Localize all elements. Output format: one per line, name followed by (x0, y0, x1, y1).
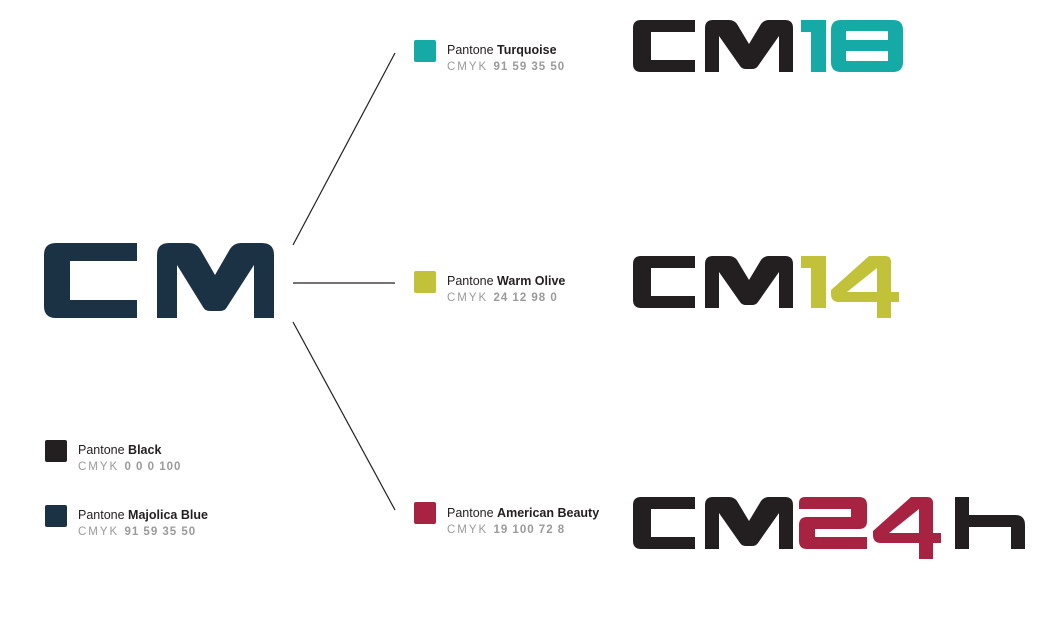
cmyk-label: CMYK (447, 61, 489, 73)
swatch-american-beauty (414, 502, 436, 524)
cmyk-turquoise: CMYK 91 59 35 50 (447, 60, 565, 74)
cmyk-black: CMYK 0 0 0 100 (78, 460, 181, 474)
cmyk-label: CMYK (78, 461, 120, 473)
pantone-name: Warm Olive (497, 274, 566, 288)
pantone-prefix: Pantone (447, 274, 498, 288)
cmyk-values: 0 0 0 100 (124, 461, 182, 473)
cmyk-label: CMYK (78, 526, 120, 538)
swatch-warm-olive (414, 271, 436, 293)
main-cm-logo (44, 243, 274, 318)
pantone-name: Majolica Blue (128, 508, 208, 522)
main-cm-logo-shape (44, 243, 274, 318)
connector-to-turquoise (292, 52, 396, 246)
pantone-prefix: Pantone (78, 443, 129, 457)
cmyk-label: CMYK (447, 524, 489, 536)
cm18-logo (633, 20, 903, 72)
cmyk-values: 91 59 35 50 (124, 526, 197, 538)
pantone-label-turquoise: Pantone Turquoise (447, 43, 557, 58)
cm14-number (801, 256, 899, 318)
pantone-name: American Beauty (497, 506, 600, 520)
cmyk-american-beauty: CMYK 19 100 72 8 (447, 523, 565, 537)
swatch-majolica-blue (45, 505, 67, 527)
cmyk-values: 19 100 72 8 (493, 524, 566, 536)
swatch-turquoise (414, 40, 436, 62)
cm24h-logo (633, 497, 1025, 559)
cm24h-prefix (633, 497, 793, 549)
cmyk-label: CMYK (447, 292, 489, 304)
connector-to-american-beauty (292, 321, 396, 511)
cmyk-values: 91 59 35 50 (493, 61, 566, 73)
cmyk-warm-olive: CMYK 24 12 98 0 (447, 291, 558, 305)
cmyk-values: 24 12 98 0 (493, 292, 558, 304)
pantone-prefix: Pantone (447, 43, 498, 57)
cm18-prefix (633, 20, 793, 72)
pantone-name: Black (128, 443, 162, 457)
cm14-prefix (633, 256, 793, 308)
pantone-name: Turquoise (497, 43, 557, 57)
pantone-prefix: Pantone (447, 506, 498, 520)
pantone-prefix: Pantone (78, 508, 129, 522)
pantone-label-majolica-blue: Pantone Majolica Blue (78, 508, 208, 523)
pantone-label-american-beauty: Pantone American Beauty (447, 506, 599, 521)
cm24h-number (799, 497, 941, 559)
pantone-label-warm-olive: Pantone Warm Olive (447, 274, 565, 289)
cm18-number (801, 20, 903, 72)
cm24h-suffix (955, 497, 1025, 549)
swatch-black (45, 440, 67, 462)
cmyk-majolica-blue: CMYK 91 59 35 50 (78, 525, 196, 539)
cm14-logo (633, 256, 899, 318)
pantone-label-black: Pantone Black (78, 443, 161, 458)
